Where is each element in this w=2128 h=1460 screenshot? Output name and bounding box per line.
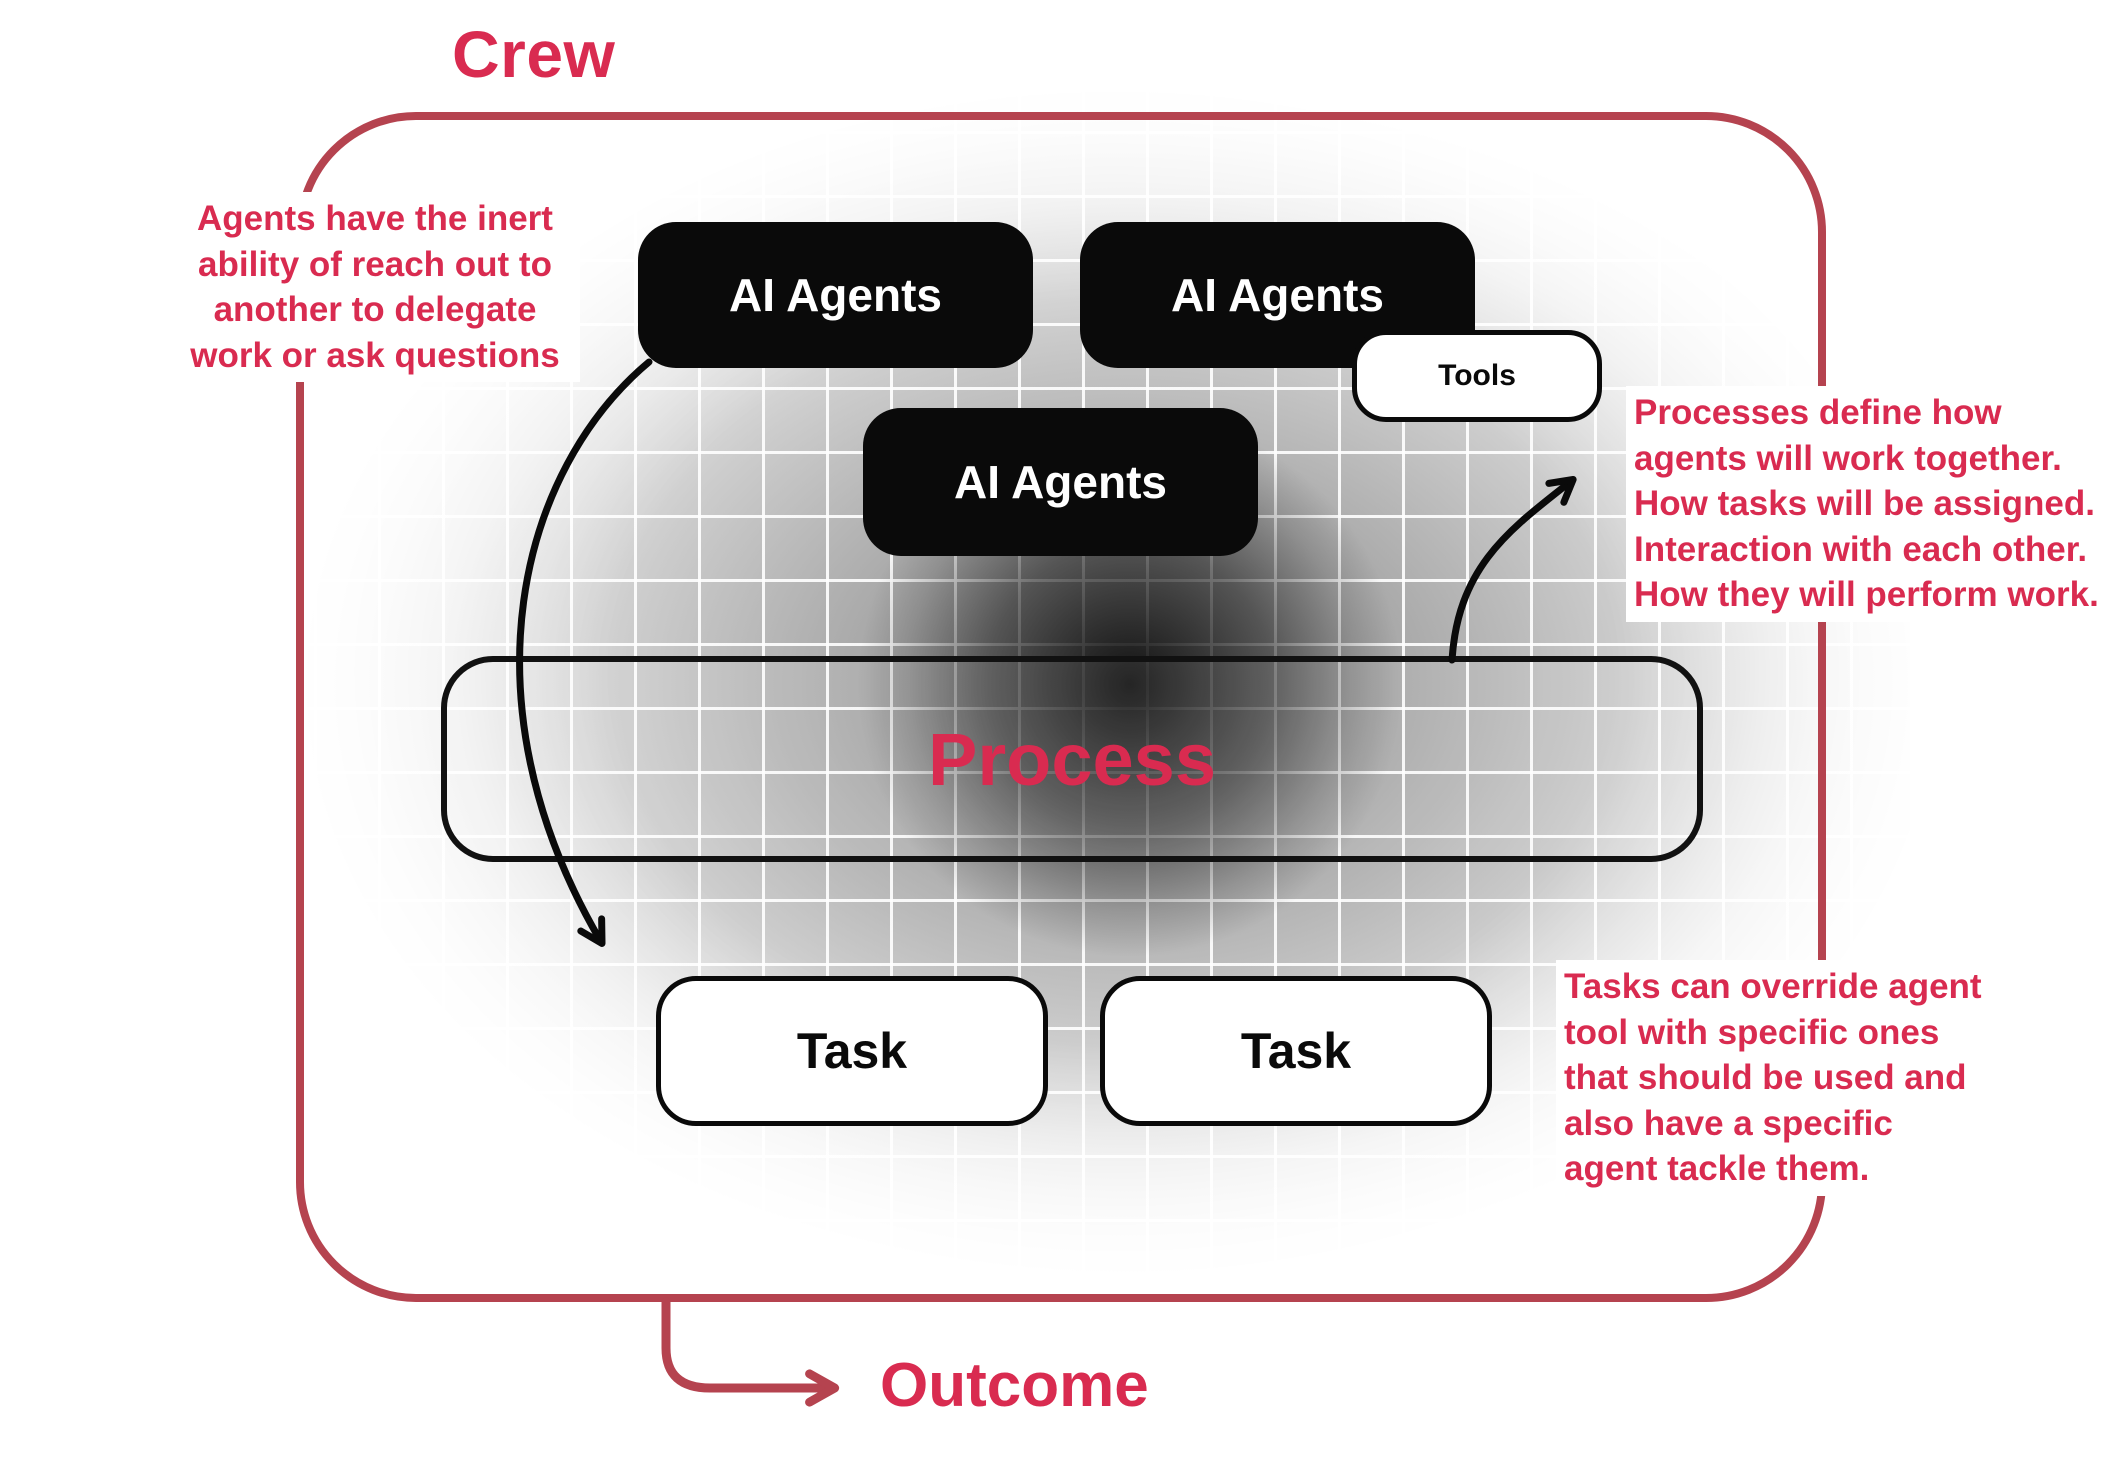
- task-box-2: Task: [1100, 976, 1492, 1126]
- tools-label: Tools: [1438, 359, 1516, 392]
- crew-boundary-frame: [296, 112, 1826, 1302]
- outcome-label: Outcome: [880, 1351, 1149, 1420]
- task-label-1: Task: [796, 1023, 908, 1079]
- ai-agents-label-1: AI Agents: [729, 269, 942, 321]
- task-box-1: Task: [656, 976, 1048, 1126]
- crew-title: Crew: [452, 17, 616, 91]
- ai-agents-box-3: AI Agents: [863, 408, 1258, 556]
- ai-agents-label-2: AI Agents: [1171, 269, 1384, 321]
- ai-agents-box-1: AI Agents: [638, 222, 1033, 368]
- ai-agents-label-3: AI Agents: [954, 456, 1167, 508]
- task-label-2: Task: [1240, 1023, 1352, 1079]
- tools-badge: Tools: [1352, 330, 1602, 422]
- process-label: Process: [928, 717, 1216, 801]
- process-box: Process: [441, 656, 1703, 862]
- annotation-tasks: Tasks can override agent tool with speci…: [1556, 960, 2054, 1196]
- annotation-processes: Processes define how agents will work to…: [1626, 386, 2124, 622]
- annotation-delegation: Agents have the inert ability of reach o…: [170, 192, 580, 382]
